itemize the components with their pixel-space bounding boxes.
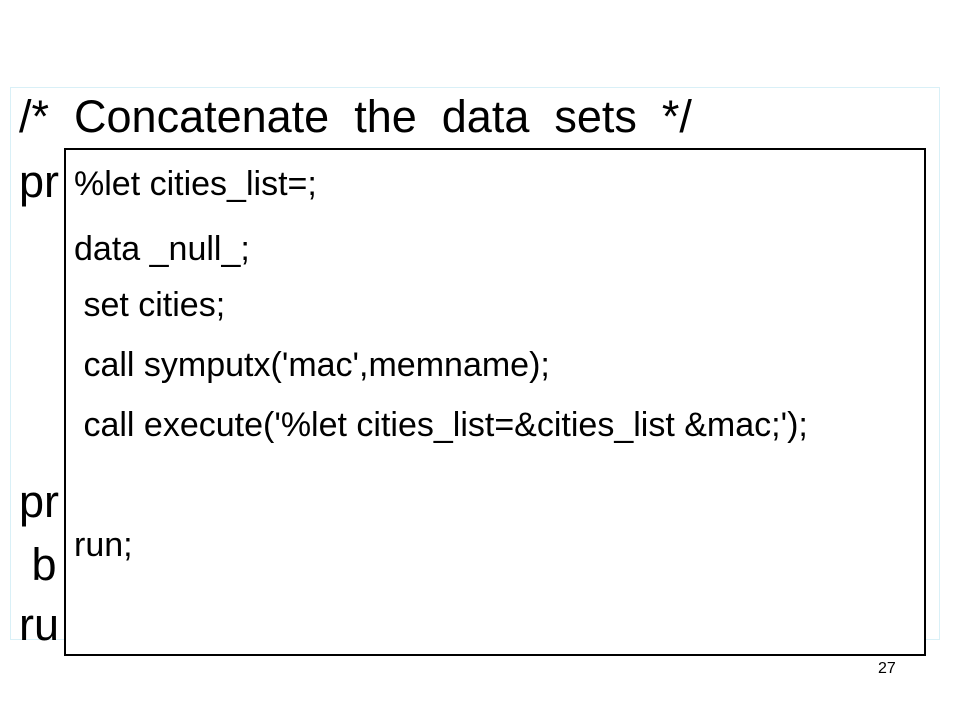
page-number: 27 (878, 660, 896, 677)
code-overlay-box: %let cities_list=; data _null_; set citi… (64, 148, 926, 656)
code-line: data _null_; (74, 230, 250, 268)
code-line: set cities; (74, 286, 226, 324)
comment-line: /* Concatenate the data sets */ (19, 91, 692, 142)
code-line-fragment: ru (19, 599, 60, 650)
code-line-fragment: pr (19, 156, 60, 207)
code-line: %let cities_list=; (74, 165, 317, 203)
code-line-fragment: pr (19, 476, 60, 527)
code-line: run; (74, 526, 133, 564)
code-line-fragment: b (19, 539, 57, 590)
code-line: call execute('%let cities_list=&cities_l… (74, 406, 808, 444)
code-line: call symputx('mac',memname); (74, 346, 550, 384)
